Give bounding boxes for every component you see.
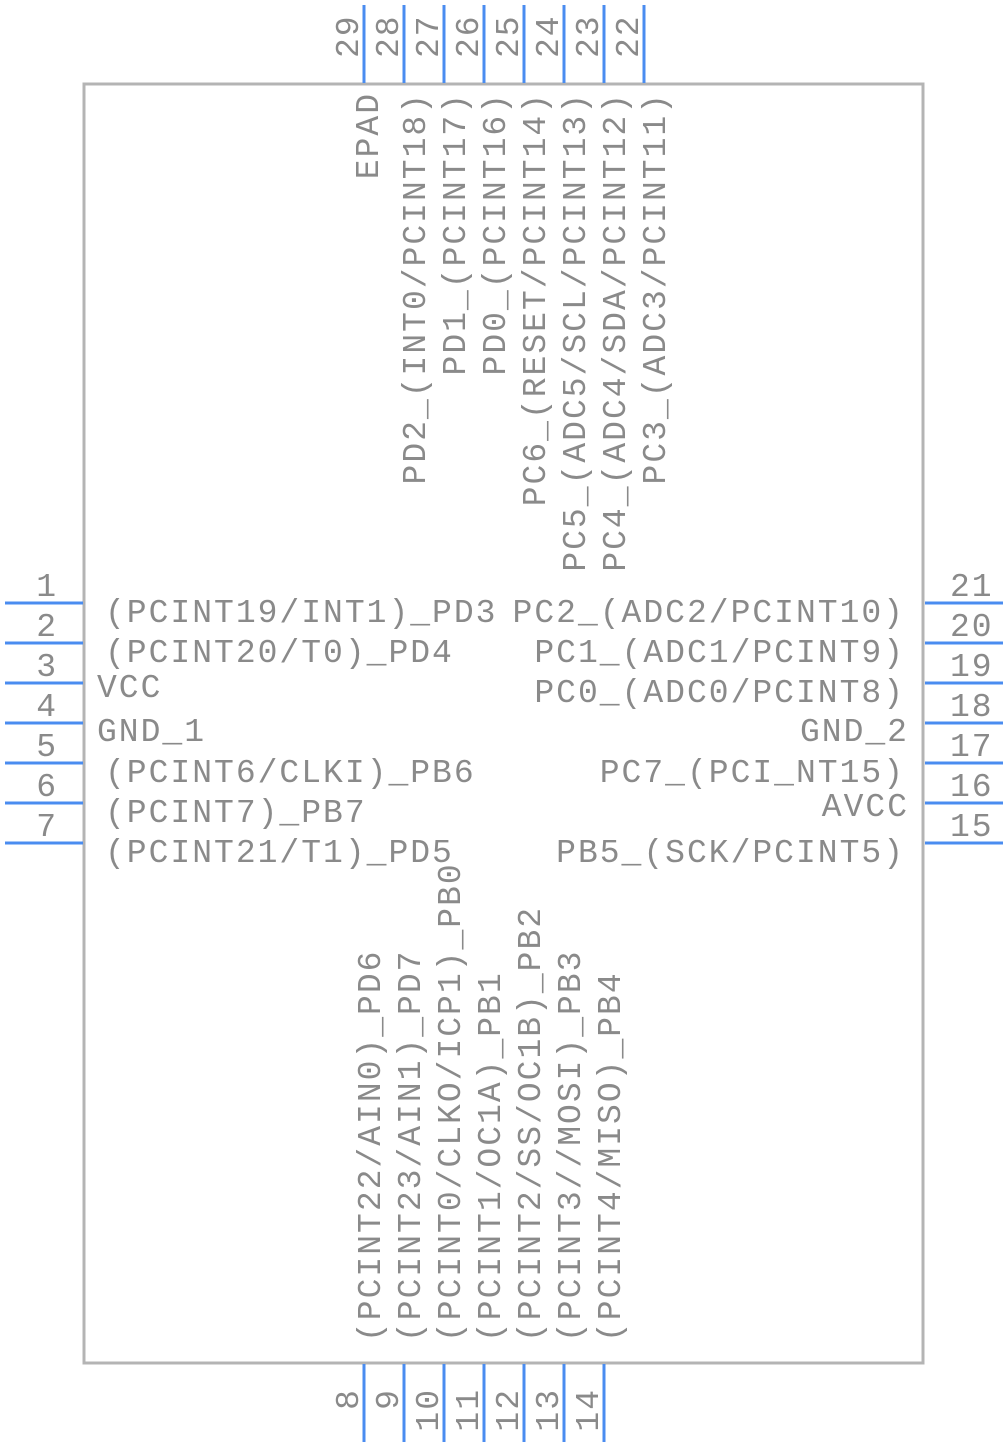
ic-body bbox=[82, 82, 925, 1365]
pin-label: PD1_(PCINT17) bbox=[438, 92, 475, 375]
pin-label: (PCINT20/T0)_PD4 bbox=[105, 635, 454, 672]
pin-number: 8 bbox=[331, 1388, 368, 1410]
pin-label: (PCINT7)_PB7 bbox=[105, 795, 367, 832]
pin-label: PC5_(ADC5/SCL/PCINT13) bbox=[558, 92, 595, 572]
pin-label: (PCINT3//MOSI)_PB3 bbox=[553, 950, 590, 1342]
pin-number: 1 bbox=[36, 569, 58, 606]
pin-label: (PCINT6/CLKI)_PB6 bbox=[105, 755, 476, 792]
pin-number: 27 bbox=[411, 14, 448, 58]
pin-label: GND_1 bbox=[97, 714, 206, 751]
pin-label: PC4_(ADC4/SDA/PCINT12) bbox=[598, 92, 635, 572]
pin-label: AVCC bbox=[822, 789, 909, 826]
pin-number: 12 bbox=[491, 1388, 528, 1432]
pin-label: (PCINT19/INT1)_PD3 bbox=[105, 595, 497, 632]
pin-label: EPAD bbox=[351, 92, 388, 179]
pin-number: 15 bbox=[950, 809, 994, 846]
pin-label: PC7_(PCI_NT15) bbox=[600, 755, 905, 792]
pin-number: 17 bbox=[950, 729, 994, 766]
pin-number: 19 bbox=[950, 649, 994, 686]
pin-label: (PCINT22/AIN0)_PD6 bbox=[353, 950, 390, 1342]
pin-label: (PCINT2/SS/OC1B)_PB2 bbox=[513, 906, 550, 1342]
pin-label: PC0_(ADC0/PCINT8) bbox=[534, 675, 905, 712]
pin-label: PC2_(ADC2/PCINT10) bbox=[513, 595, 905, 632]
pin-label: VCC bbox=[97, 670, 162, 707]
pin-number: 25 bbox=[491, 14, 528, 58]
pin-number: 29 bbox=[331, 14, 368, 58]
pin-number: 20 bbox=[950, 609, 994, 646]
pin-label: (PCINT1/OC1A)_PB1 bbox=[473, 971, 510, 1342]
pin-label: PB5_(SCK/PCINT5) bbox=[556, 835, 905, 872]
pin-number: 3 bbox=[36, 649, 58, 686]
pin-number: 7 bbox=[36, 809, 58, 846]
pin-number: 23 bbox=[571, 14, 608, 58]
pin-label: GND_2 bbox=[800, 714, 909, 751]
pin-number: 26 bbox=[451, 14, 488, 58]
pin-label: PD0_(PCINT16) bbox=[478, 92, 515, 375]
pin-number: 11 bbox=[451, 1388, 488, 1432]
pin-label: PD2_(INT0/PCINT18) bbox=[398, 92, 435, 484]
pin-label: (PCINT4/MISO)_PB4 bbox=[593, 971, 630, 1342]
pin-number: 16 bbox=[950, 769, 994, 806]
pin-label: (PCINT0/CLKO/ICP1)_PB0 bbox=[433, 862, 470, 1342]
pin-number: 2 bbox=[36, 609, 58, 646]
pin-number: 21 bbox=[950, 569, 994, 606]
pin-number: 10 bbox=[411, 1388, 448, 1432]
pin-number: 6 bbox=[36, 769, 58, 806]
pin-label: (PCINT23/AIN1)_PD7 bbox=[393, 950, 430, 1342]
pin-number: 24 bbox=[531, 14, 568, 58]
pin-number: 14 bbox=[571, 1388, 608, 1432]
pin-number: 18 bbox=[950, 689, 994, 726]
pin-label: PC3_(ADC3/PCINT11) bbox=[638, 92, 675, 484]
pin-number: 13 bbox=[531, 1388, 568, 1432]
pin-label: (PCINT21/T1)_PD5 bbox=[105, 835, 454, 872]
pin-number: 9 bbox=[371, 1388, 408, 1410]
pin-label: PC6_(RESET/PCINT14) bbox=[518, 92, 555, 506]
pin-number: 5 bbox=[36, 729, 58, 766]
pin-number: 28 bbox=[371, 14, 408, 58]
pin-number: 22 bbox=[611, 14, 648, 58]
pin-label: PC1_(ADC1/PCINT9) bbox=[534, 635, 905, 672]
pin-number: 4 bbox=[36, 689, 58, 726]
